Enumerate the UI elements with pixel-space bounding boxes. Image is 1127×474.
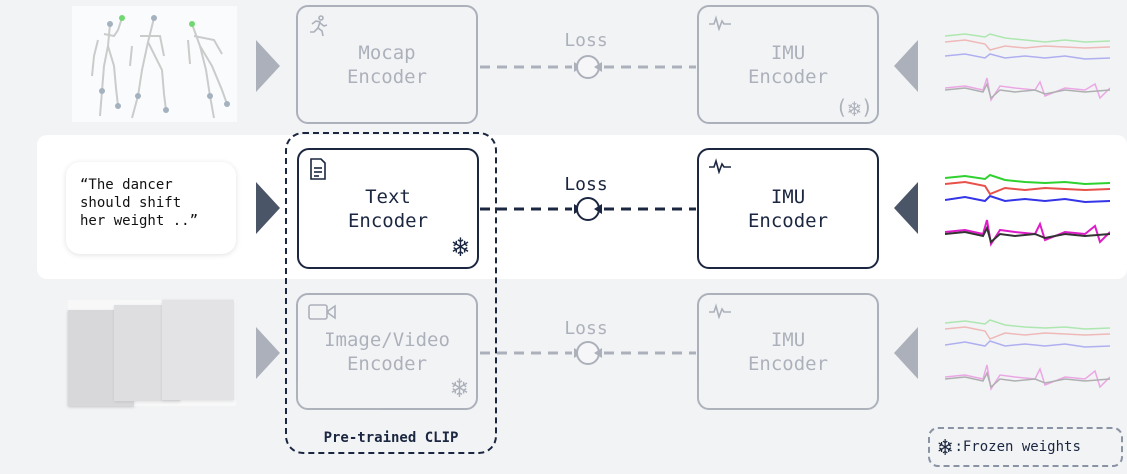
mocap-encoder-label: Mocap Encoder xyxy=(346,41,428,88)
arrow-left-mocap xyxy=(894,40,918,92)
optional-frozen-marker: (❄) xyxy=(835,95,873,122)
imu-signal-plot-mocap xyxy=(945,28,1110,108)
waveform-icon xyxy=(709,15,731,31)
video-camera-icon xyxy=(308,303,336,321)
video-frames-image xyxy=(68,300,236,406)
arrow-right-mocap xyxy=(256,40,280,92)
arrow-right-text xyxy=(256,182,280,234)
arrow-right-video xyxy=(256,327,280,379)
imu-encoder-label-video: IMU Encoder xyxy=(747,328,829,375)
running-person-icon xyxy=(308,15,328,37)
pretrained-clip-group xyxy=(285,132,497,454)
text-encoder-label: Text Encoder xyxy=(347,185,429,232)
imu-encoder-box-video: IMU Encoder xyxy=(697,293,879,410)
waveform-icon xyxy=(709,303,731,319)
loss-connector-text xyxy=(480,197,696,221)
snowflake-icon: ❄ xyxy=(451,371,468,404)
legend-label: :Frozen weights xyxy=(954,439,1081,455)
loss-connector-video xyxy=(480,341,696,365)
pretrained-clip-label: Pre-trained CLIP xyxy=(323,430,459,446)
imu-encoder-label-text: IMU Encoder xyxy=(747,185,829,232)
snowflake-icon: ❄ xyxy=(452,230,469,263)
loss-label-video: Loss xyxy=(564,318,608,339)
imu-encoder-label-mocap: IMU Encoder xyxy=(747,41,829,88)
image-video-encoder-label: Image/Video Encoder xyxy=(324,328,450,375)
imu-encoder-box-text: IMU Encoder xyxy=(697,148,879,269)
arrow-left-text xyxy=(894,182,918,234)
snowflake-icon: ❄ xyxy=(938,433,953,461)
frozen-weights-legend: ❄ :Frozen weights xyxy=(928,427,1123,467)
text-prompt-bubble: “The dancer should shift her weight ..” xyxy=(66,162,236,254)
imu-signal-plot-text xyxy=(945,170,1110,250)
mocap-encoder-box: Mocap Encoder xyxy=(296,5,478,124)
imu-encoder-box-mocap: IMU Encoder (❄) xyxy=(697,5,879,124)
loss-connector-mocap xyxy=(480,55,696,79)
loss-label-mocap: Loss xyxy=(564,30,608,51)
arrow-left-video xyxy=(894,327,918,379)
waveform-icon xyxy=(709,158,731,174)
loss-label-text: Loss xyxy=(564,174,608,195)
text-encoder-box: Text Encoder ❄ xyxy=(297,148,479,269)
mocap-skeleton-image xyxy=(72,6,237,122)
document-icon xyxy=(309,158,327,180)
imu-signal-plot-video xyxy=(945,315,1110,395)
image-video-encoder-box: Image/Video Encoder ❄ xyxy=(296,293,478,410)
